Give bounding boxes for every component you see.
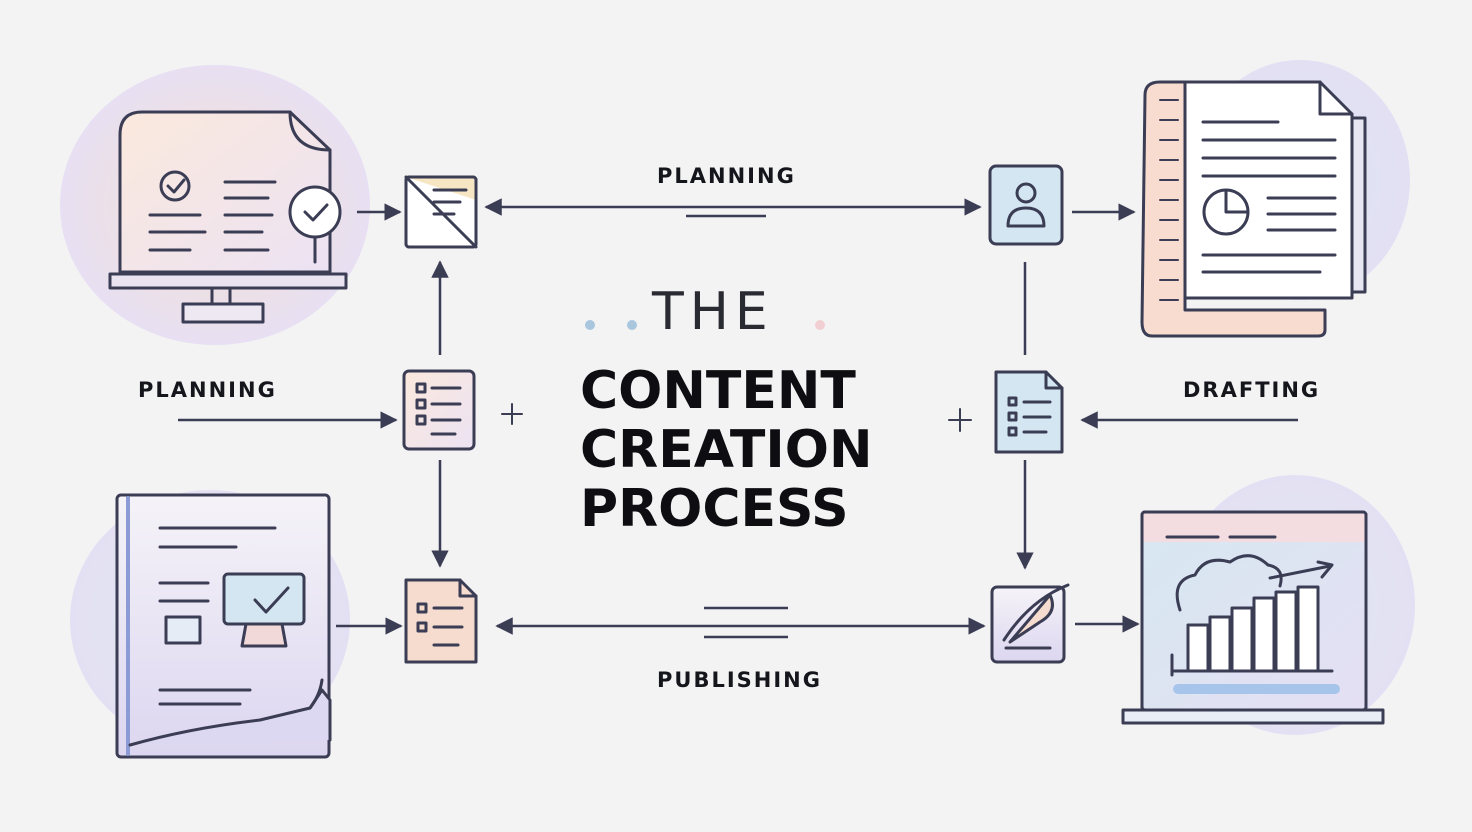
monitor-planning-icon <box>108 110 348 324</box>
title-line-3: PROCESS <box>580 479 849 539</box>
dot-decoration <box>585 320 595 330</box>
plus-icon-left <box>501 403 523 425</box>
label-planning-top: PLANNING <box>657 164 796 188</box>
growth-chart-laptop-icon <box>1121 510 1385 725</box>
report-document-icon <box>115 493 332 759</box>
checklist-blue-icon <box>994 370 1064 454</box>
label-planning-left: PLANNING <box>138 378 277 402</box>
checklist-doc-icon <box>404 578 478 664</box>
checklist-peach-icon <box>402 369 476 451</box>
title-line-2: CREATION <box>580 420 873 480</box>
dot-decoration <box>627 320 637 330</box>
sticky-note-icon <box>404 175 478 249</box>
pen-edit-icon <box>990 583 1070 664</box>
document-book-icon <box>1140 80 1367 338</box>
plus-icon-right <box>948 408 972 432</box>
page-title: CONTENT CREATION PROCESS <box>580 362 872 539</box>
label-drafting: DRAFTING <box>1183 378 1321 402</box>
user-profile-icon <box>988 164 1064 246</box>
title-the: THE <box>652 282 774 342</box>
title-line-1: CONTENT <box>580 361 856 421</box>
label-publishing: PUBLISHING <box>657 668 822 692</box>
connectors <box>178 198 1298 639</box>
dot-decoration <box>815 320 825 330</box>
